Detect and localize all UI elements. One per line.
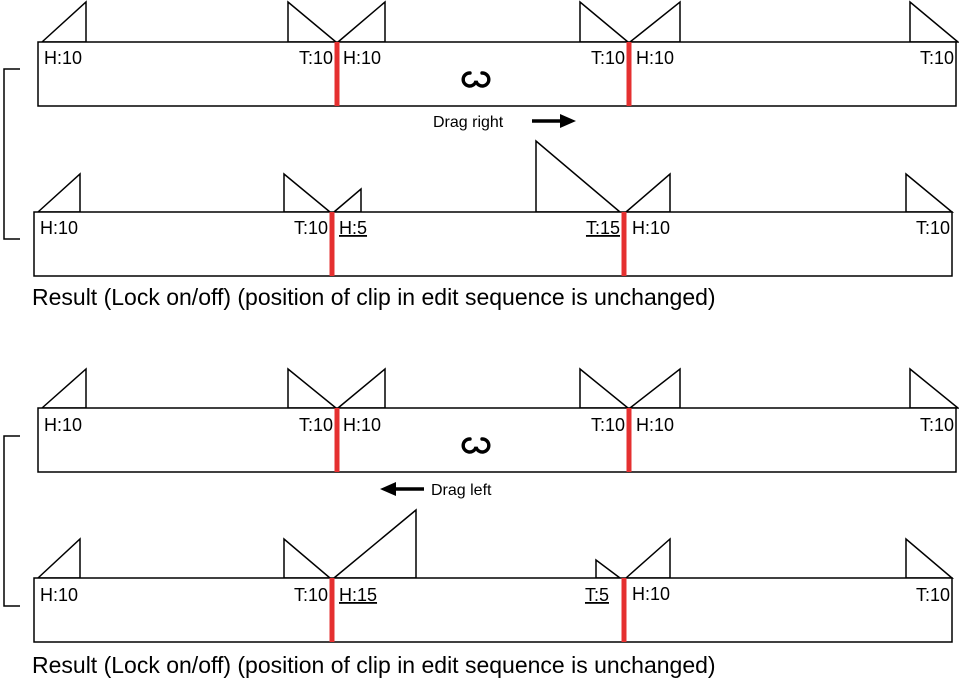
diagram-drag-left: H:10 T:10 H:10 T:10 H:10 T:10 Drag left: [3, 367, 959, 678]
handle-triangle: [287, 367, 339, 409]
handle-label-changed: T:5: [585, 585, 609, 605]
handle-triangle: [283, 537, 333, 579]
after-track: H:10 T:10 H:5 T:15 H:10 T:10: [33, 139, 955, 277]
handle-triangle: [909, 367, 959, 409]
handle-label-changed: T:15: [586, 218, 620, 238]
handle-triangle: [627, 0, 681, 43]
handle-triangle: [905, 537, 955, 579]
handle-triangle: [335, 0, 386, 43]
drag-label: Drag right: [433, 114, 504, 131]
handle-label: H:10: [343, 415, 381, 435]
handle-triangle: [40, 0, 87, 43]
handle-triangle: [905, 172, 955, 213]
trim-roller-icon: [461, 71, 491, 88]
drag-label: Drag left: [431, 482, 492, 499]
handle-label: H:10: [40, 585, 78, 605]
handle-label: H:10: [636, 415, 674, 435]
handle-label: H:10: [44, 415, 82, 435]
result-caption: Result (Lock on/off) (position of clip i…: [32, 284, 716, 310]
handle-label: T:10: [299, 415, 333, 435]
handle-label: T:10: [920, 415, 954, 435]
result-caption: Result (Lock on/off) (position of clip i…: [32, 652, 716, 678]
handle-label: T:10: [916, 585, 950, 605]
bracket: [3, 68, 20, 240]
clip-track: [37, 407, 957, 473]
handle-triangle: [331, 508, 417, 579]
handle-label: T:10: [920, 48, 954, 68]
handle-triangle: [579, 0, 631, 43]
before-track: H:10 T:10 H:10 T:10 H:10 T:10: [37, 0, 959, 107]
handle-label: H:10: [343, 48, 381, 68]
handle-label: T:10: [916, 218, 950, 238]
handle-label: H:10: [44, 48, 82, 68]
handle-label: T:10: [294, 585, 328, 605]
handle-triangle: [283, 172, 333, 213]
arrow-left-icon: [380, 482, 424, 496]
arrow-right-icon: [532, 114, 576, 128]
clip-track: [37, 41, 957, 107]
handle-label: T:10: [294, 218, 328, 238]
handle-label: T:10: [591, 48, 625, 68]
handle-triangle: [331, 187, 362, 213]
handle-label: H:10: [40, 218, 78, 238]
handle-triangle: [624, 537, 671, 579]
handle-triangle: [335, 367, 386, 409]
handle-triangle: [627, 367, 681, 409]
handle-triangle: [36, 172, 81, 213]
handle-triangle: [595, 558, 623, 579]
handle-label: T:10: [591, 415, 625, 435]
handle-triangle: [40, 367, 87, 409]
after-track: H:10 T:10 H:15 T:5 H:10 T:10: [33, 508, 955, 643]
handle-triangle: [36, 537, 81, 579]
handle-triangle: [287, 0, 339, 43]
clip-track: [33, 211, 953, 277]
diagram-drag-right: H:10 T:10 H:10 T:10 H:10 T:10 Drag right: [3, 0, 959, 310]
before-track: H:10 T:10 H:10 T:10 H:10 T:10: [37, 367, 959, 473]
handle-label: H:10: [636, 48, 674, 68]
handle-triangle: [909, 0, 959, 43]
clip-track: [33, 577, 953, 643]
handle-label: H:10: [632, 218, 670, 238]
trim-roller-icon: [461, 437, 491, 454]
handle-label: H:10: [632, 584, 670, 604]
handle-triangle: [623, 172, 671, 213]
handle-label: T:10: [299, 48, 333, 68]
bracket: [3, 435, 20, 607]
handle-triangle: [579, 367, 631, 409]
handle-label-changed: H:5: [339, 218, 367, 238]
handle-label-changed: H:15: [339, 585, 377, 605]
handle-triangle: [535, 139, 623, 213]
